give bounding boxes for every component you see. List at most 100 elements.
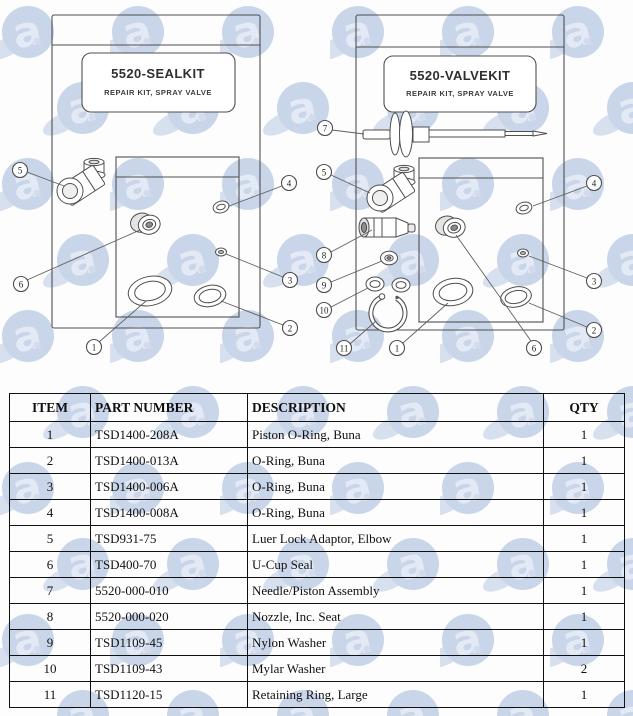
- nozzle: [358, 217, 416, 238]
- qty-cell: 1: [543, 447, 625, 474]
- mylar-washers: [365, 276, 411, 293]
- description-cell: Nylon Washer: [247, 629, 544, 656]
- description-cell: O-Ring, Buna: [247, 499, 544, 526]
- callout-4: 4: [532, 174, 603, 207]
- svg-text:3: 3: [592, 277, 597, 287]
- svg-text:11: 11: [340, 344, 349, 354]
- part-number-cell: TSD1400-006A: [90, 473, 248, 500]
- item-cell: 11: [9, 681, 91, 708]
- kit-title: 5520-SEALKIT: [111, 66, 205, 81]
- svg-text:8: 8: [322, 251, 327, 261]
- svg-text:7: 7: [323, 124, 328, 134]
- item-cell: 7: [9, 577, 91, 604]
- u-cup-seal: [130, 212, 161, 235]
- qty-cell: 1: [543, 525, 625, 552]
- column-header-description: DESCRIPTION: [247, 393, 544, 422]
- item-cell: 4: [9, 499, 91, 526]
- callout-6: 6: [455, 234, 543, 357]
- description-cell: U-Cup Seal: [247, 551, 544, 578]
- qty-cell: 1: [543, 421, 625, 448]
- kit-label-box: [81, 52, 236, 113]
- callout-11: 11: [335, 320, 377, 357]
- part-number-cell: TSD1109-43: [90, 655, 248, 682]
- qty-cell: 1: [543, 551, 625, 578]
- svg-text:4: 4: [287, 179, 292, 189]
- description-cell: Luer Lock Adaptor, Elbow: [247, 525, 544, 552]
- description-cell: O-Ring, Buna: [247, 447, 544, 474]
- item-cell: 1: [9, 421, 91, 448]
- svg-text:3: 3: [288, 276, 293, 286]
- part-number-cell: TSD931-75: [90, 525, 248, 552]
- kit-label-box: [383, 55, 537, 113]
- part-number-cell: TSD1120-15: [90, 681, 248, 708]
- callout-7: 7: [316, 119, 365, 137]
- qty-cell: 1: [543, 681, 625, 708]
- package-outline: [355, 14, 565, 331]
- svg-text:5: 5: [18, 166, 23, 176]
- retaining-ring: [368, 293, 408, 333]
- luer-lock-elbow: [366, 164, 416, 213]
- svg-text:4: 4: [592, 179, 597, 189]
- o-ring-1: [432, 277, 474, 307]
- item-cell: 2: [9, 447, 91, 474]
- callout-9: 9: [316, 260, 383, 294]
- part-number-cell: TSD400-70: [90, 551, 248, 578]
- kit-subtitle: REPAIR KIT, SPRAY VALVE: [104, 88, 212, 97]
- valve-kit-diagram: 5520-VALVEKIT REPAIR KIT, SPRAY VALVE: [316, 14, 603, 357]
- description-cell: Needle/Piston Assembly: [247, 577, 544, 604]
- o-ring-2: [500, 286, 532, 308]
- item-cell: 5: [9, 525, 91, 552]
- o-ring-2: [193, 284, 227, 308]
- qty-cell: 1: [543, 577, 625, 604]
- svg-text:10: 10: [320, 306, 330, 316]
- item-cell: 6: [9, 551, 91, 578]
- qty-cell: 1: [543, 499, 625, 526]
- description-cell: Piston O-Ring, Buna: [247, 421, 544, 448]
- needle-piston-assembly: [362, 110, 548, 158]
- o-ring-4: [515, 201, 533, 215]
- o-ring-3: [517, 248, 529, 258]
- column-header-part-number: PART NUMBER: [90, 393, 248, 422]
- svg-text:1: 1: [395, 344, 400, 354]
- description-cell: Retaining Ring, Large: [247, 681, 544, 708]
- callout-2: 2: [528, 302, 603, 339]
- parts-card-outline: [115, 156, 240, 318]
- o-ring-4: [212, 200, 230, 214]
- kit-title: 5520-VALVEKIT: [410, 68, 511, 83]
- description-cell: Nozzle, Inc. Seat: [247, 603, 544, 630]
- part-number-cell: TSD1109-45: [90, 629, 248, 656]
- svg-text:6: 6: [19, 280, 24, 290]
- svg-text:2: 2: [288, 324, 293, 334]
- item-cell: 9: [9, 629, 91, 656]
- package-outline: [51, 14, 261, 329]
- callout-5: 5: [316, 163, 371, 194]
- svg-text:1: 1: [92, 343, 97, 353]
- qty-cell: 1: [543, 629, 625, 656]
- item-cell: 10: [9, 655, 91, 682]
- part-number-cell: 5520-000-020: [90, 603, 248, 630]
- luer-lock-elbow: [56, 157, 106, 206]
- part-number-cell: TSD1400-208A: [90, 421, 248, 448]
- qty-cell: 1: [543, 603, 625, 630]
- description-cell: Mylar Washer: [247, 655, 544, 682]
- svg-text:6: 6: [532, 344, 537, 354]
- callout-8: 8: [316, 229, 373, 264]
- callout-1: 1: [85, 300, 147, 356]
- svg-text:2: 2: [592, 326, 597, 336]
- part-number-cell: TSD1400-013A: [90, 447, 248, 474]
- callout-3: 3: [225, 253, 299, 289]
- qty-cell: 2: [543, 655, 625, 682]
- callout-10: 10: [316, 287, 369, 319]
- svg-text:9: 9: [322, 281, 327, 291]
